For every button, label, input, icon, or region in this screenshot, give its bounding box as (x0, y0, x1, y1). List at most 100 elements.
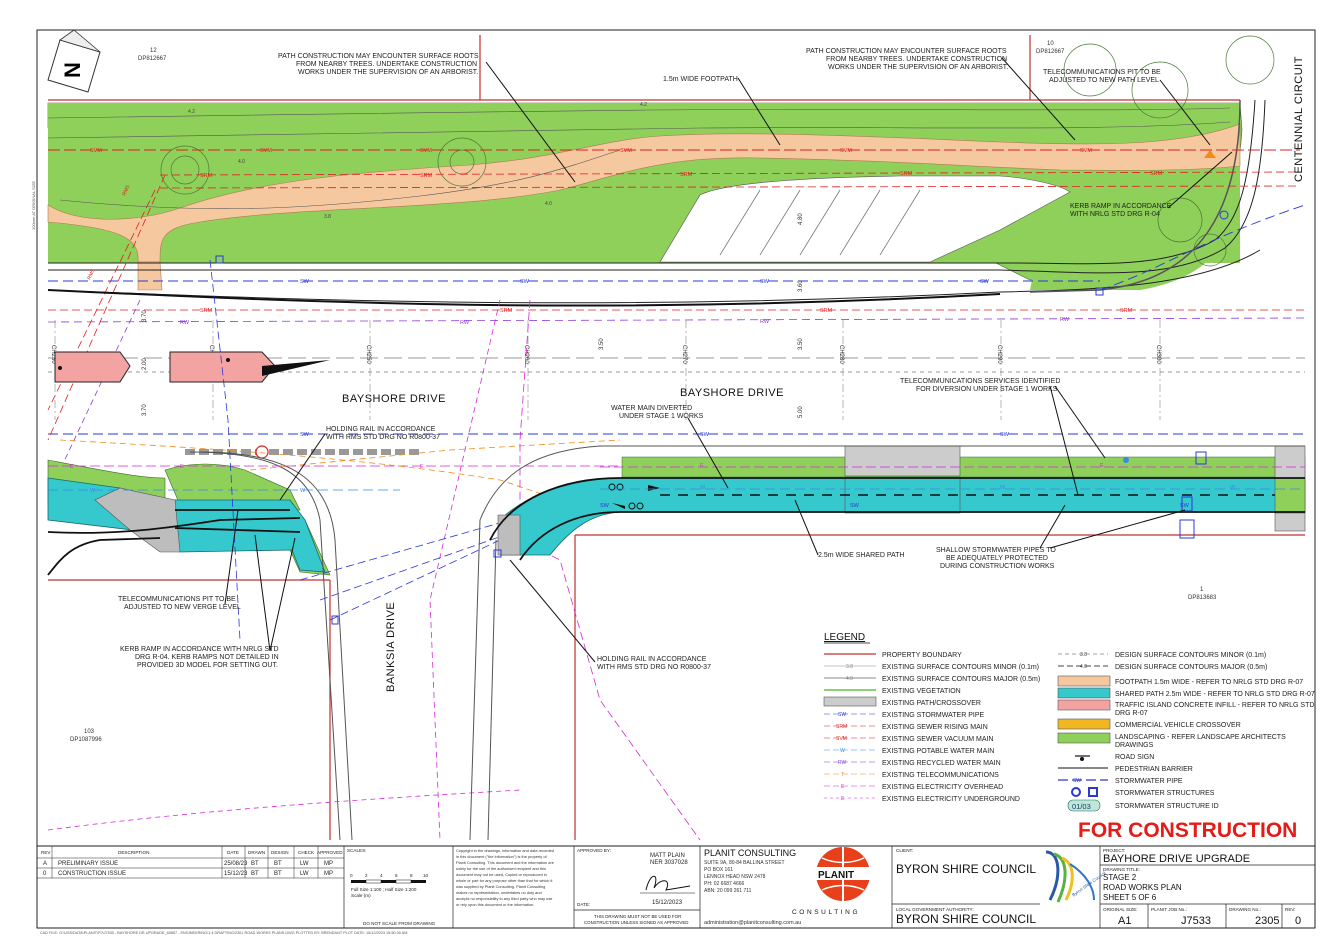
legend-codes: 3.8 4.0 SW 01/03 (1072, 652, 1091, 811)
traffic-island (54, 351, 131, 383)
north-label: N (60, 62, 85, 78)
svg-text:DESCRIPTION: DESCRIPTION (118, 850, 149, 855)
svg-text:BE ADEQUATELY PROTECTED: BE ADEQUATELY PROTECTED (946, 555, 1048, 562)
svg-text:DRG R-04. KERB RAMPS NOT DETAI: DRG R-04. KERB RAMPS NOT DETAILED IN (135, 654, 279, 661)
no-scale-note: DO NOT SCALE FROM DRAWING (363, 921, 436, 926)
svg-text:0: 0 (43, 871, 47, 877)
svg-text:in this document ("the informa: in this document ("the information") is … (456, 854, 547, 859)
svg-text:3.8: 3.8 (1080, 652, 1087, 658)
svg-text:SVM: SVM (90, 148, 102, 154)
footpath-area (47, 123, 1241, 263)
leader-line (1039, 504, 1066, 549)
svg-text:SHALLOW STORMWATER PIPES TO: SHALLOW STORMWATER PIPES TO (936, 547, 1056, 554)
svg-text:was supplied by Planit Consult: was supplied by Planit Consulting. Plani… (456, 884, 545, 889)
lga-label: LOCAL GOVERNMENT AUTHORITY: (896, 907, 974, 912)
dimension-label: 3.50 (599, 338, 605, 350)
svg-text:DESIGN: DESIGN (271, 850, 289, 855)
chainage-label: CH270 (681, 345, 687, 364)
svg-text:0: 0 (350, 873, 353, 878)
dimension-label: 3.50 (798, 338, 804, 350)
title-block: REV DESCRIPTION DATE DRAWN DESIGN CHECK … (36, 845, 1316, 929)
svg-text:BT: BT (274, 871, 282, 877)
svg-text:SRM: SRM (820, 308, 833, 314)
svg-text:4: 4 (380, 873, 383, 878)
leader-line (794, 499, 819, 556)
client-label: CLIENT: (896, 848, 913, 853)
svg-text:HOLDING RAIL IN ACCORDANCE: HOLDING RAIL IN ACCORDANCE (326, 426, 436, 433)
svg-text:LW: LW (300, 871, 309, 877)
existing-crossover (844, 445, 961, 477)
svg-text:W: W (90, 488, 96, 494)
svg-text:DESIGN SURFACE CONTOURS MINOR: DESIGN SURFACE CONTOURS MINOR (0.1m) (1115, 652, 1266, 659)
svg-text:SW: SW (1000, 432, 1010, 438)
parking-bays (659, 175, 1071, 263)
legend: LEGEND 3.8 4.0 SW SRM SVM W RW T E E PRO… (823, 632, 1315, 812)
svg-text:RW: RW (838, 760, 847, 766)
revision-row: A PRELIMINARY ISSUE 25/08/23 BT BT LW MP (43, 861, 333, 867)
svg-text:E: E (841, 784, 845, 790)
dimension-label: 2.00 (142, 358, 148, 370)
drawing-number: 2305 (1255, 915, 1279, 927)
leader-line (1167, 151, 1233, 209)
svg-text:10: 10 (1047, 41, 1054, 47)
existing-path (94, 487, 181, 553)
svg-text:2: 2 (365, 873, 368, 878)
svg-text:SW: SW (850, 503, 860, 509)
consulting-wordmark: CONSULTING (792, 909, 860, 916)
svg-text:STORMWATER STRUCTURE ID: STORMWATER STRUCTURE ID (1115, 803, 1219, 810)
svg-text:SW: SW (760, 279, 770, 285)
existing-path (497, 514, 521, 556)
service-tag-row: SW SW SW W W W E E (600, 463, 1236, 509)
dimension-label: 4.80 (798, 213, 804, 225)
leader-line (737, 77, 781, 146)
svg-text:BT: BT (251, 861, 259, 867)
svg-text:SRM: SRM (1150, 171, 1163, 177)
stormwater-structure (1123, 457, 1129, 463)
svg-text:BT: BT (274, 861, 282, 867)
legend-swatch (1057, 675, 1111, 687)
leader-line (1049, 509, 1186, 549)
svg-text:PROPERTY BOUNDARY: PROPERTY BOUNDARY (882, 652, 962, 659)
svg-text:DESIGN SURFACE CONTOURS MAJOR: DESIGN SURFACE CONTOURS MAJOR (0.5m) (1115, 664, 1267, 671)
svg-text:01/03: 01/03 (1072, 802, 1091, 811)
svg-text:SRM: SRM (200, 308, 213, 314)
legend-title: LEGEND (824, 632, 865, 643)
svg-text:LW: LW (300, 861, 309, 867)
svg-text:RW: RW (1060, 317, 1070, 323)
approved-by-label: APPROVED BY: (577, 848, 611, 853)
drawing-title-line: ROAD WORKS PLAN (1103, 883, 1182, 892)
svg-text:25/08/23: 25/08/23 (224, 861, 248, 867)
legend-swatch (823, 696, 877, 707)
lot-label: 10 DP812667 (1036, 41, 1065, 55)
leader-line (1159, 79, 1211, 146)
svg-text:SW: SW (520, 279, 530, 285)
svg-text:E: E (700, 463, 704, 469)
svg-text:SVM: SVM (1080, 148, 1092, 154)
svg-text:SW: SW (980, 279, 990, 285)
svg-text:6: 6 (395, 873, 398, 878)
note-kerb-ramp-bottom: KERB RAMP IN ACCORDANCE WITH NRLG STD DR… (120, 646, 279, 669)
stormwater-pipe (48, 204, 1306, 506)
svg-text:HOLDING RAIL IN ACCORDANCE: HOLDING RAIL IN ACCORDANCE (597, 656, 707, 663)
svg-text:KERB RAMP IN ACCORDANCE: KERB RAMP IN ACCORDANCE (1070, 203, 1172, 210)
svg-text:E: E (841, 796, 845, 802)
svg-text:PO BOX 161: PO BOX 161 (704, 867, 733, 873)
drawing-title-line: STAGE 2 (1103, 873, 1137, 882)
legend-swatch (1057, 718, 1111, 730)
traffic-island (169, 351, 276, 383)
project-name: BAYHORE DRIVE UPGRADE (1103, 853, 1250, 865)
svg-text:RW: RW (180, 320, 190, 326)
svg-text:SW: SW (700, 432, 710, 438)
svg-text:SRM: SRM (420, 173, 433, 179)
svg-text:W: W (1230, 485, 1236, 491)
leader-line (687, 417, 729, 489)
note-water-main: WATER MAIN DIVERTED UNDER STAGE 1 WORKS (611, 405, 704, 420)
legend-swatch (1057, 687, 1111, 699)
lot-label: 103 DP1087996 (70, 729, 102, 743)
svg-text:TRAFFIC ISLAND CONCRETE INFILL: TRAFFIC ISLAND CONCRETE INFILL - REFER T… (1115, 702, 1314, 709)
not-used-note: CONSTRUCTION UNLESS SIGNED AS APPROVED (584, 920, 688, 925)
svg-text:12: 12 (150, 48, 157, 54)
svg-text:E: E (180, 464, 184, 470)
svg-text:10: 10 (423, 873, 429, 878)
chainage-label: CH250 (365, 345, 371, 364)
